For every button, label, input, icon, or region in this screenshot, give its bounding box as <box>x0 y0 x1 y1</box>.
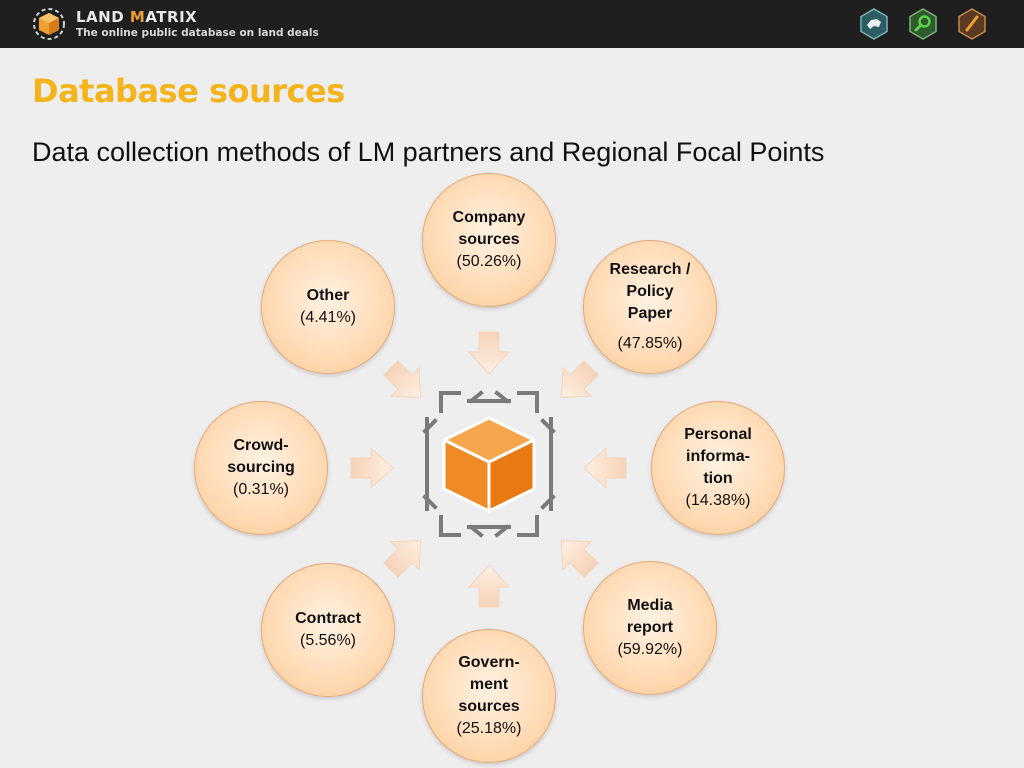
node-percentage: (59.92%) <box>617 641 683 658</box>
cube-icon <box>422 390 556 538</box>
node-percentage: (47.85%) <box>617 335 683 352</box>
arrow-from-contract <box>383 539 422 578</box>
brand-rest: ATRIX <box>145 8 198 26</box>
node-contract: Contract (5.56%) <box>261 563 395 697</box>
arrow-from-research <box>560 360 599 399</box>
arrow-from-personal-information <box>583 446 627 490</box>
arrow-from-media-report <box>560 539 599 578</box>
slide-subtitle: Data collection methods of LM partners a… <box>32 137 825 167</box>
node-label: Research / Policy Paper <box>609 261 691 322</box>
node-label: Personal informa- tion <box>684 426 752 487</box>
node-percentage: (5.56%) <box>299 632 357 649</box>
edit-icon[interactable] <box>956 8 988 40</box>
node-label: Other <box>306 287 350 304</box>
slide-title: Database sources <box>32 72 345 110</box>
node-label: Company sources <box>452 209 526 248</box>
search-icon[interactable] <box>907 8 939 40</box>
node-percentage: (14.38%) <box>685 492 751 509</box>
node-percentage: (50.26%) <box>456 253 522 270</box>
arrow-from-crowd-sourcing <box>350 446 394 490</box>
arrow-group <box>350 331 627 608</box>
arrow-from-company-sources <box>467 331 511 375</box>
brand-m: M <box>129 8 146 26</box>
node-label: Crowd- sourcing <box>227 437 295 476</box>
node-government-sources: Govern- ment sources (25.18%) <box>422 629 556 763</box>
node-label: Govern- ment sources <box>458 654 520 715</box>
node-crowd-sourcing: Crowd- sourcing (0.31%) <box>194 401 328 535</box>
node-percentage: (4.41%) <box>299 309 357 326</box>
header-bar: LAND MATRIX The online public database o… <box>0 0 1024 48</box>
node-media-report: Media report (59.92%) <box>583 561 717 695</box>
arrow-from-government-sources <box>467 564 511 608</box>
node-other: Other (4.41%) <box>261 240 395 374</box>
land-matrix-logo[interactable] <box>30 5 68 43</box>
node-percentage: (0.31%) <box>232 481 290 498</box>
node-percentage: (25.18%) <box>456 720 522 737</box>
node-research-policy-paper: Research / Policy Paper (47.85%) <box>583 240 717 374</box>
node-label: Media report <box>626 597 674 636</box>
brand-name: LAND MATRIX <box>76 8 197 26</box>
node-company-sources: Company sources (50.26%) <box>422 173 556 307</box>
brand-land: LAND <box>76 8 130 26</box>
node-label: Contract <box>295 610 361 627</box>
map-region-icon[interactable] <box>858 8 890 40</box>
arrow-from-other <box>383 360 422 399</box>
node-personal-information: Personal informa- tion (14.38%) <box>651 401 785 535</box>
brand-tagline: The online public database on land deals <box>76 27 319 39</box>
